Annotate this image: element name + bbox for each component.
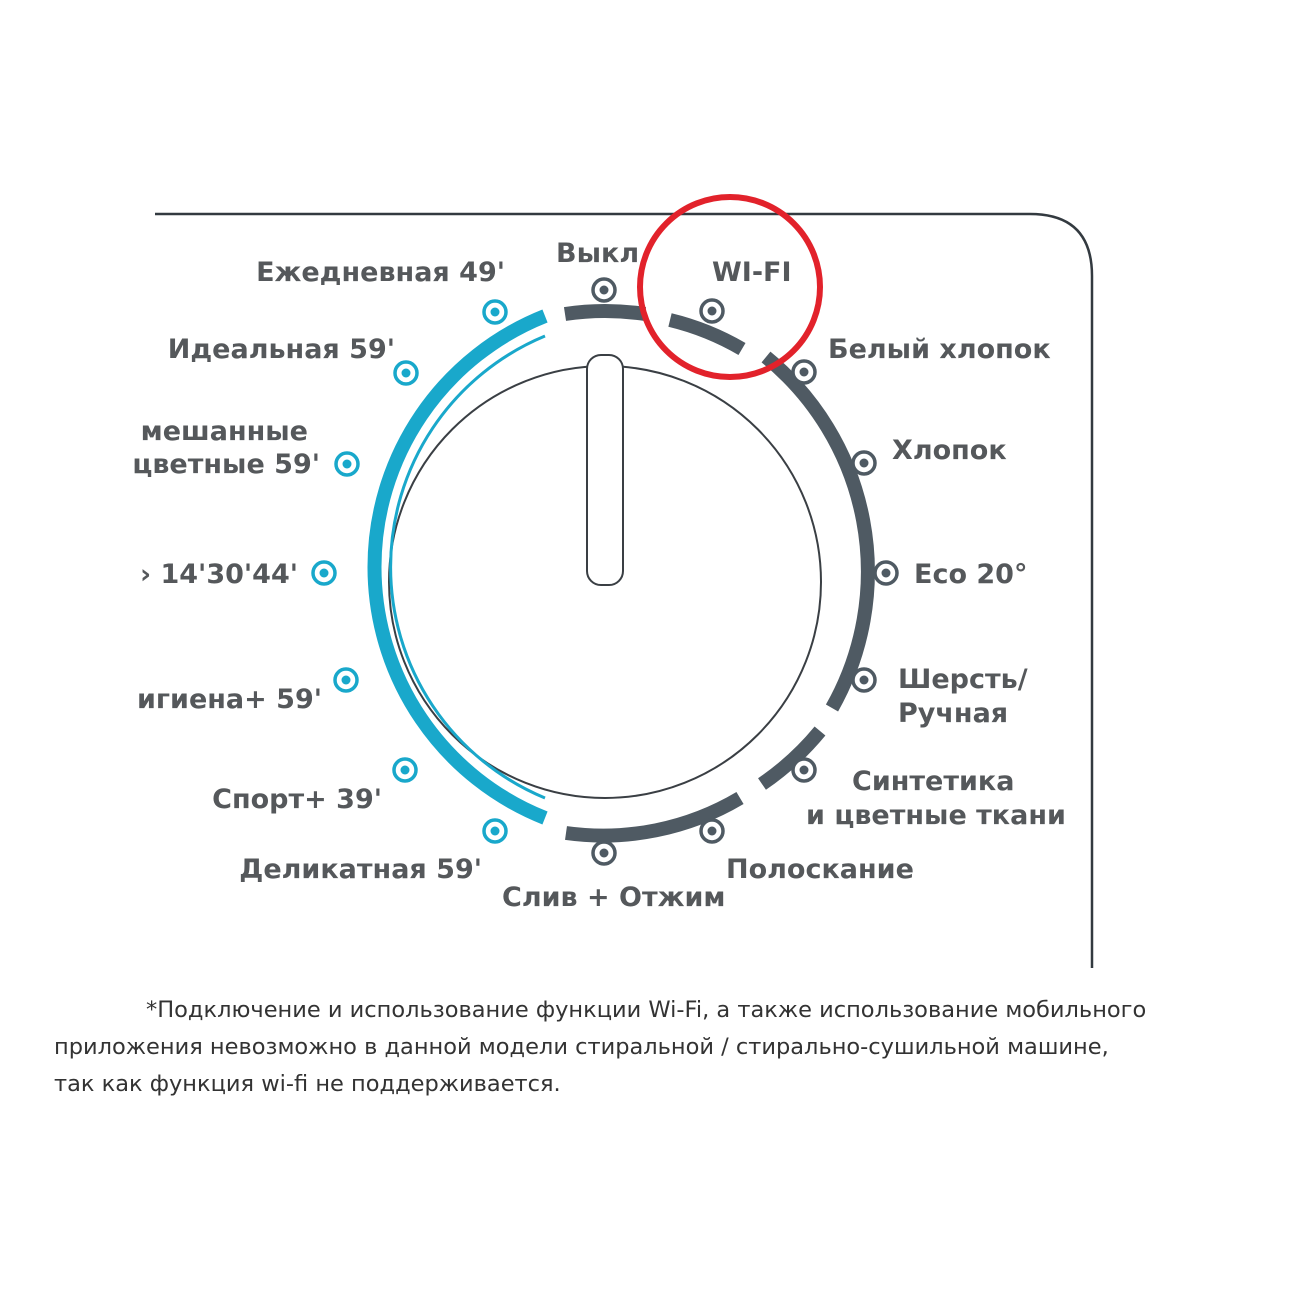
gray-arc-bottom [565, 791, 744, 843]
dot-cotton[interactable] [851, 450, 877, 476]
dot-quick[interactable] [311, 560, 337, 586]
dot-synthetic[interactable] [791, 757, 817, 783]
footnote-line-1: *Подключение и использование функции Wi-… [146, 997, 1147, 1023]
blue-dots [311, 299, 508, 844]
label-synthetic-line1: Синтетика [852, 766, 1014, 797]
knob-pointer [586, 354, 624, 586]
label-mixed-line2: цветные 59' [132, 449, 320, 480]
gray-arc-lower-right [757, 726, 826, 790]
blue-arc-outer [367, 309, 548, 825]
gray-arc-top-left [563, 304, 647, 321]
blue-arc-inner [389, 334, 546, 800]
dot-white-cotton[interactable] [791, 359, 817, 385]
label-drain-spin: Слив + Отжим [502, 882, 725, 913]
footnote-line-3: так как функция wi-fi не поддерживается. [54, 1071, 561, 1097]
dot-wifi[interactable] [699, 298, 725, 324]
dot-sport[interactable] [392, 757, 418, 783]
dot-delicate[interactable] [482, 818, 508, 844]
gray-arc-right [761, 351, 875, 712]
label-off: Выкл [556, 238, 639, 269]
label-synthetic-line2: и цветные ткани [806, 800, 1066, 831]
label-ideal: Идеальная 59' [168, 334, 395, 365]
label-white-cotton: Белый хлопок [828, 334, 1051, 365]
panel-outline [155, 212, 1094, 968]
label-wool-line2: Ручная [898, 698, 1008, 729]
label-sport: Спорт+ 39' [212, 784, 382, 815]
dot-hygiene[interactable] [333, 667, 359, 693]
label-rinse: Полоскание [726, 854, 914, 885]
label-delicate: Деликатная 59' [239, 854, 482, 885]
label-eco20: Eco 20° [914, 559, 1027, 590]
label-daily: Ежедневная 49' [256, 257, 505, 288]
label-cotton: Хлопок [892, 435, 1007, 466]
gray-dots [591, 277, 899, 866]
dot-drain-spin[interactable] [591, 840, 617, 866]
dot-ideal[interactable] [393, 360, 419, 386]
dot-daily[interactable] [482, 299, 508, 325]
footnote: *Подключение и использование функции Wi-… [54, 992, 1254, 1103]
wifi-highlight-circle [637, 194, 823, 380]
dot-rinse[interactable] [699, 818, 725, 844]
label-wool-line1: Шерсть/ [898, 664, 1028, 695]
footnote-line-2: приложения невозможно в данной модели ст… [54, 1034, 1109, 1060]
dot-eco20[interactable] [873, 560, 899, 586]
dot-mixed[interactable] [334, 451, 360, 477]
dot-off[interactable] [591, 277, 617, 303]
label-hygiene: игиена+ 59' [137, 684, 322, 715]
gray-arc-wifi [668, 313, 746, 356]
label-mixed-line1: мешанные [141, 416, 308, 447]
dot-wool[interactable] [851, 667, 877, 693]
label-wifi: WI-FI [712, 257, 792, 288]
label-quick: › 14'30'44' [140, 559, 298, 590]
